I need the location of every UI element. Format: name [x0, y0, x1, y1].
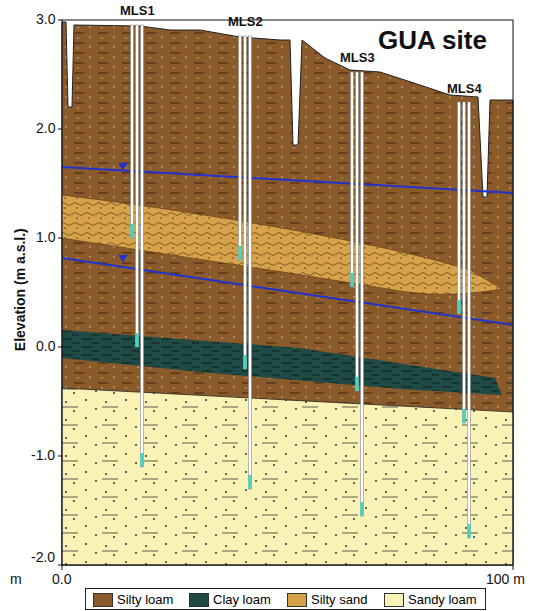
well-label: MLS3 — [340, 51, 375, 65]
silty-loam-layer — [62, 22, 513, 565]
legend-swatch — [93, 593, 113, 607]
well-tube — [131, 25, 134, 238]
legend-text: Sandy loam — [408, 592, 477, 607]
sandy-loam-layer — [62, 388, 513, 565]
tick-label: 2.0 — [36, 121, 55, 136]
well-tube — [239, 36, 242, 260]
well-screen — [351, 273, 354, 287]
legend-item: Silty sand — [287, 592, 367, 607]
legend-swatch — [189, 593, 209, 607]
tick-label: 100 m — [486, 572, 525, 587]
well-label: MLS2 — [228, 15, 263, 29]
water-table — [62, 167, 513, 193]
wells — [131, 25, 471, 538]
tick-label: 0.0 — [52, 572, 71, 587]
well-tube — [249, 36, 252, 489]
tick-label: 0.0 — [36, 339, 55, 354]
legend-item: Sandy loam — [384, 592, 477, 607]
well-screen — [244, 355, 247, 369]
well-tube — [141, 25, 144, 467]
well-label: MLS4 — [447, 82, 482, 96]
legend-text: Clay loam — [213, 592, 271, 607]
well-tube — [463, 102, 466, 423]
well-label: MLS1 — [120, 4, 155, 18]
legend-item: Clay loam — [189, 592, 271, 607]
well-screen — [136, 333, 139, 347]
well-screen — [463, 409, 466, 423]
ticks — [58, 20, 513, 570]
well-screen — [131, 224, 134, 238]
well-tube — [458, 102, 461, 314]
water-marker — [118, 163, 128, 170]
well-tube — [136, 25, 139, 347]
chart-title: GUA site — [378, 26, 487, 55]
water-marker — [118, 255, 128, 262]
well-tube — [361, 72, 364, 516]
tick-label: 3.0 — [36, 12, 55, 27]
well-tube — [356, 72, 359, 391]
axis-unit: m — [10, 572, 22, 587]
well-tube — [244, 36, 247, 369]
silty-sand-lens — [62, 195, 502, 294]
plot-frame — [62, 20, 513, 565]
legend-swatch — [287, 593, 307, 607]
clay-loam-layer — [62, 330, 502, 395]
well-screen — [468, 524, 471, 538]
water-table — [62, 258, 513, 325]
legend-swatch — [384, 593, 404, 607]
well-screen — [239, 246, 242, 260]
axis-title: Elevation (m a.s.l.) — [13, 228, 28, 351]
well-screen — [458, 300, 461, 314]
well-screen — [361, 502, 364, 516]
well-tube — [468, 102, 471, 538]
tick-label: -2.0 — [31, 550, 55, 565]
well-screen — [356, 377, 359, 391]
well-tube — [351, 72, 354, 287]
tick-label: 1.0 — [36, 230, 55, 245]
well-screen — [249, 475, 252, 489]
tick-label: -1.0 — [31, 448, 55, 463]
legend-text: Silty sand — [311, 592, 367, 607]
legend-text: Silty loam — [117, 592, 173, 607]
legend-item: Silty loam — [93, 592, 173, 607]
well-screen — [141, 453, 144, 467]
